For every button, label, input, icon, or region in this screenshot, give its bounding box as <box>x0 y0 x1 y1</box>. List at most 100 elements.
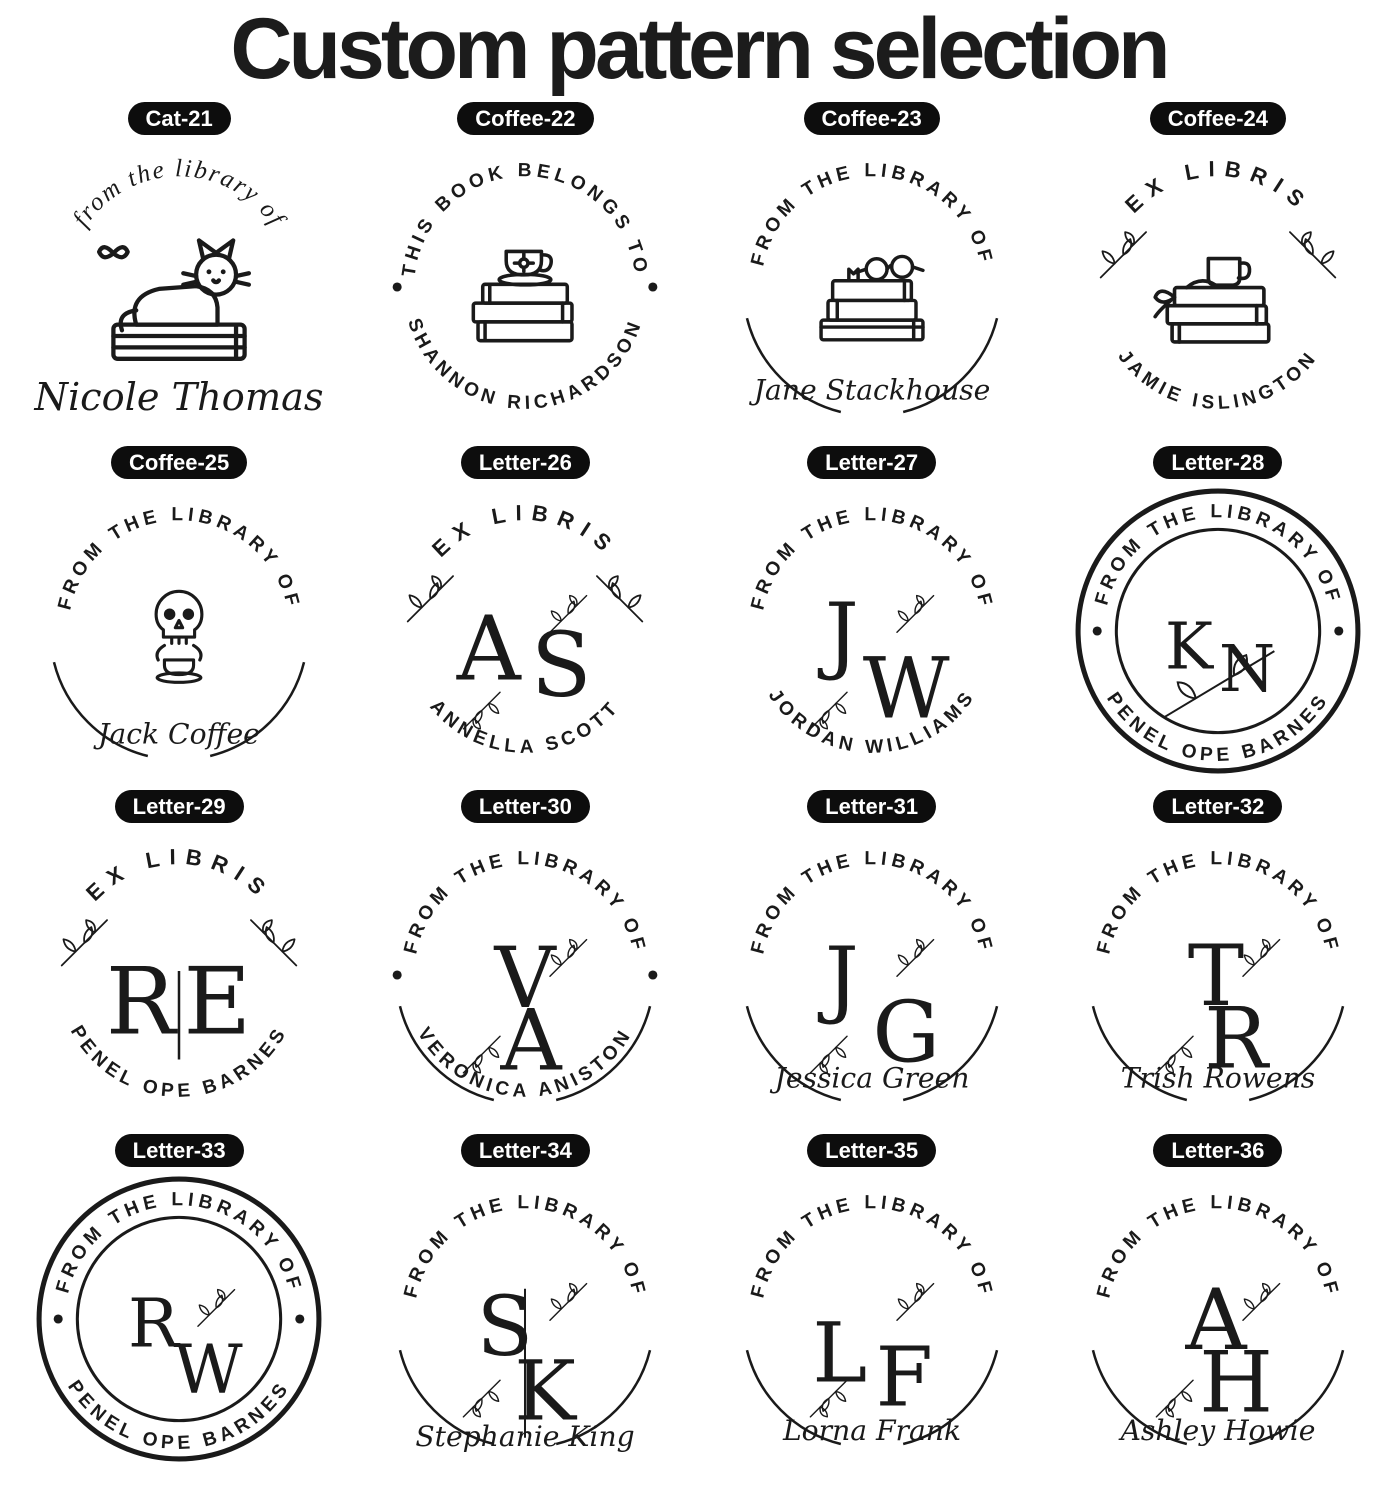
border-arc-right <box>209 662 306 758</box>
script-name-text: Nicole Thomas <box>34 375 324 420</box>
monogram-letter: G <box>872 984 940 1082</box>
monogram-letter: A <box>456 598 522 701</box>
stamp-label: Coffee-22 <box>457 101 594 136</box>
stamp-label: Letter-29 <box>114 789 244 824</box>
script-name-text: Ashley Howie <box>1117 1414 1315 1447</box>
cat-on-books-icon <box>99 241 249 359</box>
inner-ring <box>75 1216 283 1423</box>
stamp-card[interactable]: Coffee-25 FROM THE LIBRARY OF Jack Coffee <box>6 445 352 790</box>
script-name-text: Trish Rowens <box>1121 1062 1315 1095</box>
floral-sprig-icon <box>809 691 848 730</box>
script-name-text: Jack Coffee <box>93 718 260 751</box>
stamp-label: Coffee-25 <box>111 445 248 480</box>
border-arc-right <box>556 1350 652 1446</box>
border-arc-left <box>399 1006 495 1102</box>
stamp-graphic: from the library of Nicole Thomas <box>34 156 324 421</box>
top-arc-text: FROM THE LIBRARY OF <box>1091 501 1344 607</box>
top-arc-text: EX LIBRIS <box>428 500 615 562</box>
side-dot-right <box>648 970 658 980</box>
stamp-label: Letter-31 <box>807 789 937 824</box>
floral-sprig-icon <box>1242 939 1281 978</box>
bottom-arc-text: JAMIE ISLINGTON <box>1113 347 1317 415</box>
monogram-letter: W <box>174 1330 244 1409</box>
outer-ring <box>36 1176 322 1462</box>
sprig-icon <box>596 575 644 623</box>
stamp-label: Letter-35 <box>807 1133 937 1168</box>
script-name-text: Jessica Green <box>769 1062 969 1095</box>
top-arc-text: FROM THE LIBRARY OF <box>747 504 992 612</box>
books-with-teacup-icon <box>471 249 575 343</box>
top-arc-text: from the library of <box>68 156 291 233</box>
page-header: Custom pattern selection <box>0 0 1397 98</box>
floral-sprig-icon <box>895 1283 934 1322</box>
border-arc-right <box>902 1350 998 1446</box>
top-arc-text: FROM THE LIBRARY OF <box>53 1189 302 1295</box>
side-dot-left <box>392 282 403 292</box>
monogram-letter: A <box>1184 1271 1247 1369</box>
floral-sprig-icon <box>463 1379 502 1418</box>
floral-sprig-icon <box>549 1283 588 1322</box>
monogram-letter: E <box>184 948 252 1056</box>
stamp-label: Letter-34 <box>460 1133 590 1168</box>
stamp-label: Coffee-23 <box>803 101 940 136</box>
top-arc-text: FROM THE LIBRARY OF <box>747 1192 992 1300</box>
stamp-card[interactable]: Coffee-23 FROM THE LIBRARY OF Jane Stackh… <box>699 101 1045 446</box>
ring-dot-right <box>295 1314 305 1324</box>
border-arc-right <box>1248 1350 1345 1446</box>
top-arc-text: FROM THE LIBRARY OF <box>54 504 299 612</box>
stamp-graphic: FROM THE LIBRARY OF Jack Coffee <box>52 504 306 758</box>
side-dot-left <box>392 970 403 980</box>
floral-sprig-icon <box>1242 1283 1281 1322</box>
top-arc-text: FROM THE LIBRARY OF <box>747 848 996 956</box>
monogram-letter: L <box>812 1306 867 1402</box>
monogram-letter: R <box>128 1284 181 1363</box>
monogram-letter: K <box>1165 610 1215 685</box>
floral-sprig-icon <box>463 1035 502 1074</box>
stamp-label: Letter-28 <box>1153 445 1283 480</box>
top-arc-text: from the library of <box>68 156 289 233</box>
skull-drinking-coffee-icon <box>154 589 204 685</box>
floral-sprig-icon <box>197 1289 236 1328</box>
stamp-graphic: FROM THE LIBRARY OF Jane Stackhouse <box>745 160 998 414</box>
border-arc-right <box>902 318 998 414</box>
border-arc-left <box>399 1350 495 1446</box>
monogram-letter: J <box>816 929 858 1027</box>
sprig-icon <box>1099 231 1147 279</box>
top-arc-text: FROM THE LIBRARY OF <box>747 160 992 268</box>
sprig-branch <box>1162 650 1275 719</box>
monogram-letter: N <box>1219 632 1275 707</box>
sprig-icon <box>1288 231 1337 279</box>
script-name-text: Lorna Frank <box>782 1414 961 1447</box>
monogram-letter: R <box>106 948 178 1056</box>
border-arc-left <box>52 662 149 758</box>
stamp-label: Letter-27 <box>807 445 937 480</box>
books-with-glasses-icon <box>818 254 925 342</box>
border-arc-left <box>745 1006 841 1102</box>
script-name-text: Jane Stackhouse <box>748 374 990 407</box>
